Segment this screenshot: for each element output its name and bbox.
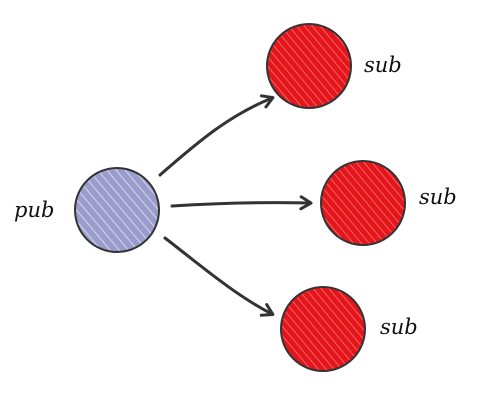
edge-arrow-pub-to-sub-1 — [158, 94, 275, 177]
subscriber-node: sub — [266, 23, 402, 109]
publisher-node: pub — [14, 167, 160, 253]
subscriber-node: sub — [280, 286, 418, 372]
subscriber-label: sub — [364, 53, 402, 77]
subscriber-node: sub — [320, 160, 457, 246]
edge-arrow-pub-to-sub-2 — [170, 195, 313, 211]
subscriber-label: sub — [380, 315, 418, 339]
publisher-label: pub — [14, 198, 54, 222]
edge-arrow-pub-to-sub-3 — [163, 236, 275, 317]
subscriber-label: sub — [419, 185, 457, 209]
